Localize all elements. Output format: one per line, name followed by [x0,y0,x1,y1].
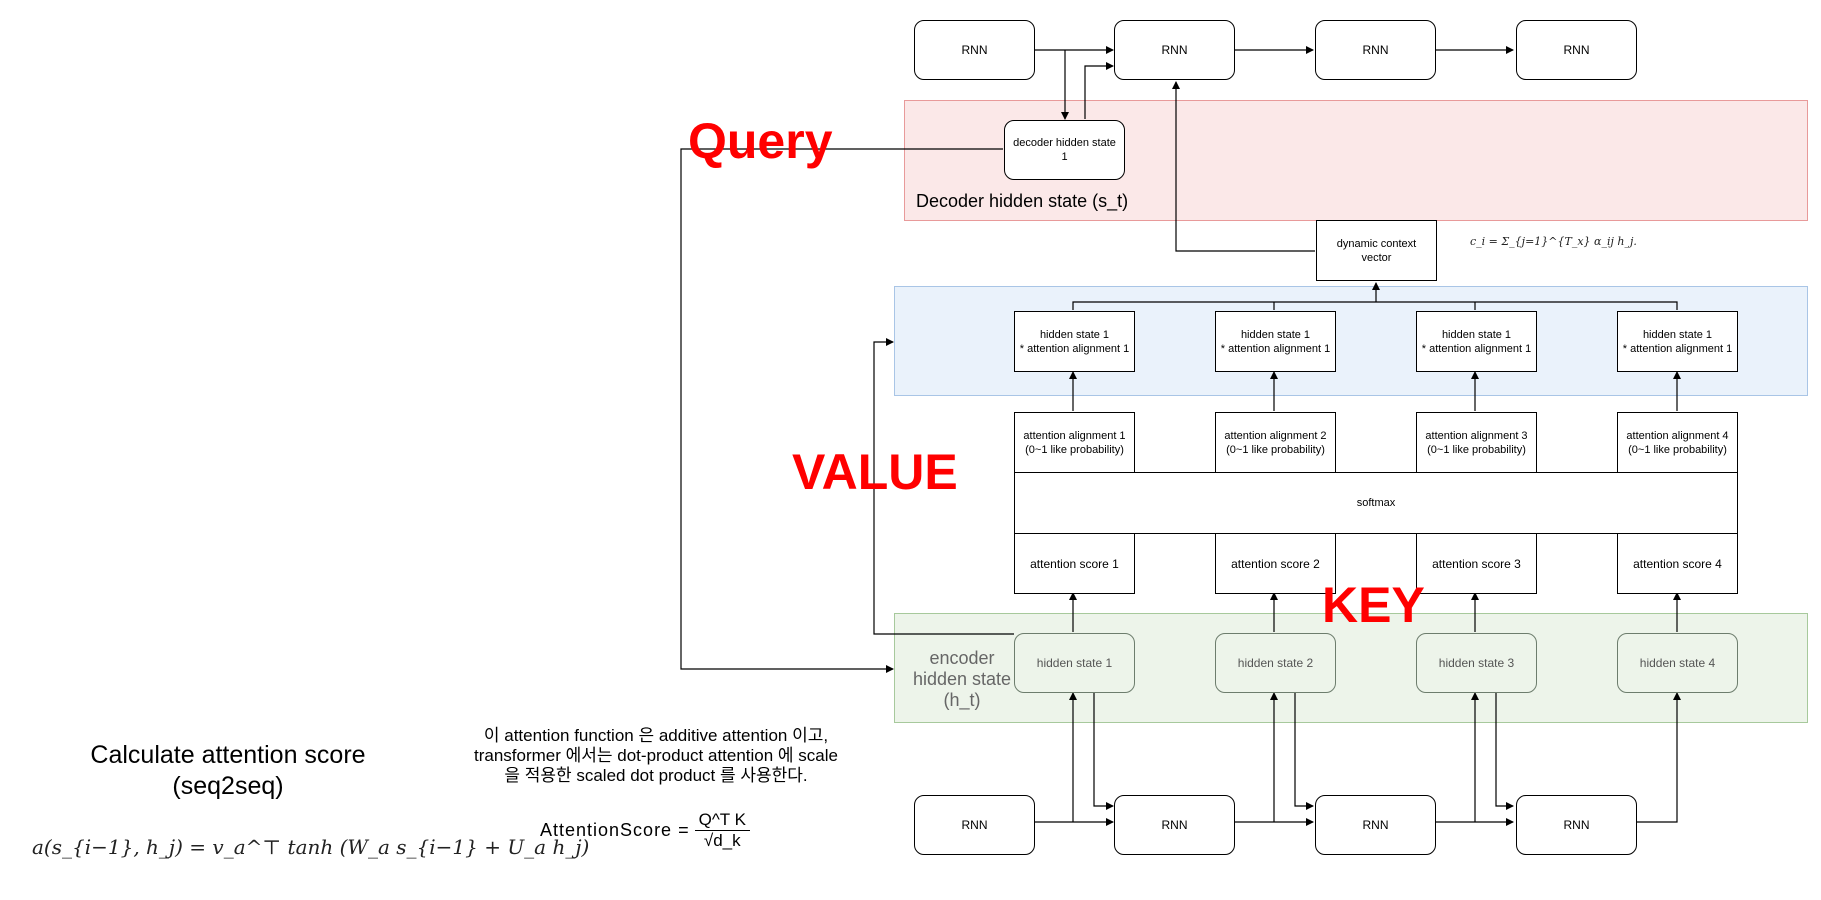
decoder-hidden-state: decoder hidden state 1 [1004,120,1125,180]
encoder-hidden-state-2: hidden state 2 [1215,633,1336,693]
decoder-rnn-4: RNN [1516,20,1637,80]
weighted-hidden-state-4: hidden state 1 * attention alignment 1 [1617,311,1738,372]
encoder-rnn-1: RNN [914,795,1035,855]
softmax-layer: softmax [1014,472,1738,534]
weighted-hidden-state-1: hidden state 1 * attention alignment 1 [1014,311,1135,372]
weighted-hidden-state-2: hidden state 1 * attention alignment 1 [1215,311,1336,372]
attention-score-4: attention score 4 [1617,533,1738,594]
formula-lhs: AttentionScore [540,820,673,840]
encoder-rnn-2: RNN [1114,795,1235,855]
encoder-band-label: encoder hidden state (h_t) [912,648,1012,710]
key-label: KEY [1322,577,1425,633]
query-label: Query [688,113,833,169]
korean-note: 이 attention function 은 additive attentio… [474,726,838,785]
dynamic-context-vector: dynamic context vector [1316,220,1437,281]
attention-alignment-2: attention alignment 2 (0~1 like probabil… [1215,412,1336,473]
decoder-rnn-1: RNN [914,20,1035,80]
encoder-hidden-state-4: hidden state 4 [1617,633,1738,693]
attention-alignment-4: attention alignment 4 (0~1 like probabil… [1617,412,1738,473]
attention-score-1: attention score 1 [1014,533,1135,594]
formula-denominator: √d_k [703,831,741,850]
encoder-band [894,613,1808,723]
scaled-dot-product-formula: AttentionScore = Q^T K √d_k [540,810,750,851]
formula-numerator: Q^T K [694,810,750,831]
attention-score-3: attention score 3 [1416,533,1537,594]
encoder-rnn-3: RNN [1315,795,1436,855]
decoder-band-label: Decoder hidden state (s_t) [916,191,1129,211]
additive-attention-formula: a(s_{i−1}, h_j) = v_a^⊤ tanh (W_a s_{i−1… [32,835,590,859]
value-label: VALUE [792,444,958,500]
attention-alignment-3: attention alignment 3 (0~1 like probabil… [1416,412,1537,473]
formula-equals: = [678,820,689,840]
decoder-rnn-3: RNN [1315,20,1436,80]
encoder-rnn-4: RNN [1516,795,1637,855]
decoder-rnn-2: RNN [1114,20,1235,80]
context-vector-formula: c_i = Σ_{j=1}^{T_x} α_ij h_j. [1470,235,1637,248]
calc-attention-title: Calculate attention score (seq2seq) [90,741,366,800]
encoder-hidden-state-1: hidden state 1 [1014,633,1135,693]
weighted-hidden-state-3: hidden state 1 * attention alignment 1 [1416,311,1537,372]
encoder-hidden-state-3: hidden state 3 [1416,633,1537,693]
formula-fraction: Q^T K √d_k [694,810,750,851]
attention-alignment-1: attention alignment 1 (0~1 like probabil… [1014,412,1135,473]
attention-score-2: attention score 2 [1215,533,1336,594]
